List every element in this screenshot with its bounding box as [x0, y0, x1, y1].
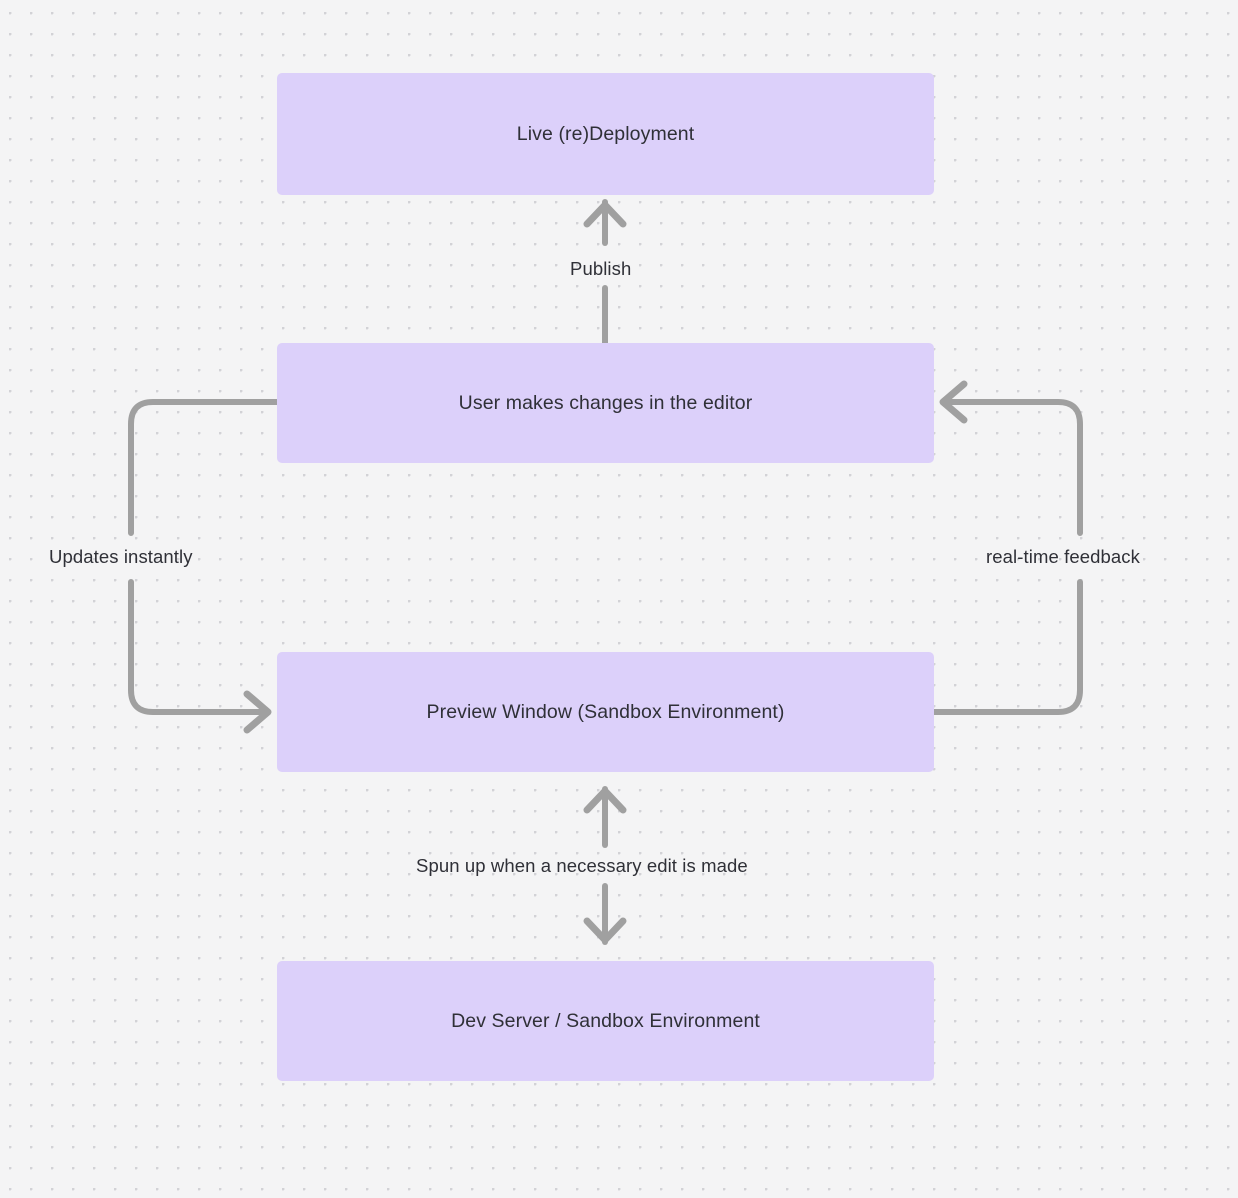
node-dev-server[interactable]: Dev Server / Sandbox Environment [277, 961, 934, 1081]
node-preview-window-label: Preview Window (Sandbox Environment) [426, 700, 785, 723]
edge-label-real-time-feedback: real-time feedback [986, 546, 1140, 567]
node-live-deployment-label: Live (re)Deployment [516, 122, 695, 145]
node-live-deployment[interactable]: Live (re)Deployment [277, 73, 934, 195]
node-user-edits-label: User makes changes in the editor [458, 391, 753, 414]
node-preview-window[interactable]: Preview Window (Sandbox Environment) [277, 652, 934, 772]
node-dev-server-label: Dev Server / Sandbox Environment [451, 1009, 760, 1032]
node-user-edits[interactable]: User makes changes in the editor [277, 343, 934, 463]
edge-label-updates-instantly: Updates instantly [49, 546, 193, 567]
edge-label-publish: Publish [570, 258, 632, 279]
edge-label-spun-up: Spun up when a necessary edit is made [416, 855, 748, 876]
